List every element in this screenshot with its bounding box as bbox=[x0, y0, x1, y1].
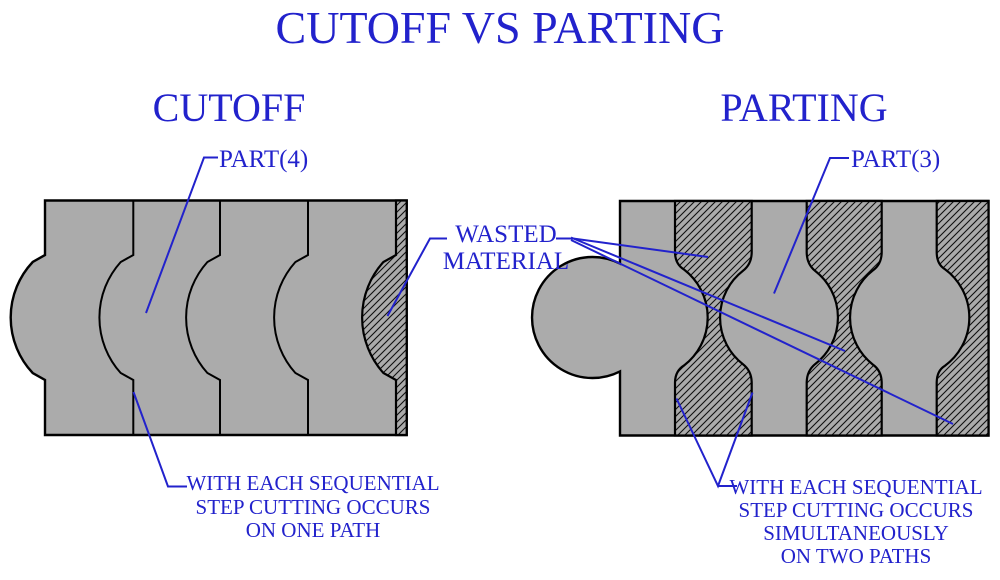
cutoff-note-line3: ON ONE PATH bbox=[245, 518, 381, 542]
page-title: CUTOFF VS PARTING bbox=[275, 2, 725, 53]
cutoff-cut-contour-3 bbox=[273, 200, 309, 435]
parting-note-line3: SIMULTANEOUSLY bbox=[763, 521, 949, 545]
cutoff-note: WITH EACH SEQUENTIAL STEP CUTTING OCCURS… bbox=[163, 471, 463, 543]
parting-note-leader-lines bbox=[675, 392, 754, 489]
wasted-right-leader-line-2 bbox=[570, 236, 846, 352]
parting-waste-region-1 bbox=[673, 199, 753, 437]
parting-note: WITH EACH SEQUENTIAL STEP CUTTING OCCURS… bbox=[706, 476, 1000, 568]
part3-label: PART(3) bbox=[851, 146, 941, 173]
heading-parting: PARTING bbox=[720, 85, 888, 130]
parting-waste-region-2 bbox=[805, 199, 883, 437]
part4-leader-line bbox=[145, 156, 218, 314]
part3-leader-line bbox=[773, 157, 849, 294]
heading-cutoff: CUTOFF bbox=[152, 85, 306, 130]
wasted-material-label: WASTED MATERIAL bbox=[406, 221, 606, 275]
cutoff-waste-region bbox=[361, 199, 408, 437]
parting-note-line1: WITH EACH SEQUENTIAL bbox=[729, 475, 983, 499]
wasted-right-leader-line-3 bbox=[570, 239, 954, 425]
parting-note-line2: STEP CUTTING OCCURS bbox=[738, 498, 974, 522]
wasted-material-line1: WASTED bbox=[455, 221, 557, 248]
wasted-right-leader-line-1 bbox=[572, 237, 709, 258]
cutoff-cut-contour-2 bbox=[185, 200, 221, 435]
cutoff-note-leader-line bbox=[132, 391, 187, 488]
cutoff-cut-contour-1 bbox=[98, 200, 135, 435]
cutoff-note-line1: WITH EACH SEQUENTIAL bbox=[186, 471, 440, 495]
cutoff-note-line2: STEP CUTTING OCCURS bbox=[195, 494, 431, 519]
cutoff-bar-outline bbox=[9, 199, 408, 437]
parting-waste-region-3 bbox=[935, 199, 990, 437]
part4-label: PART(4) bbox=[219, 146, 309, 173]
wasted-left-leader-line bbox=[386, 237, 447, 317]
wasted-material-line2: MATERIAL bbox=[442, 248, 570, 275]
parting-note-line4: ON TWO PATHS bbox=[780, 544, 932, 568]
